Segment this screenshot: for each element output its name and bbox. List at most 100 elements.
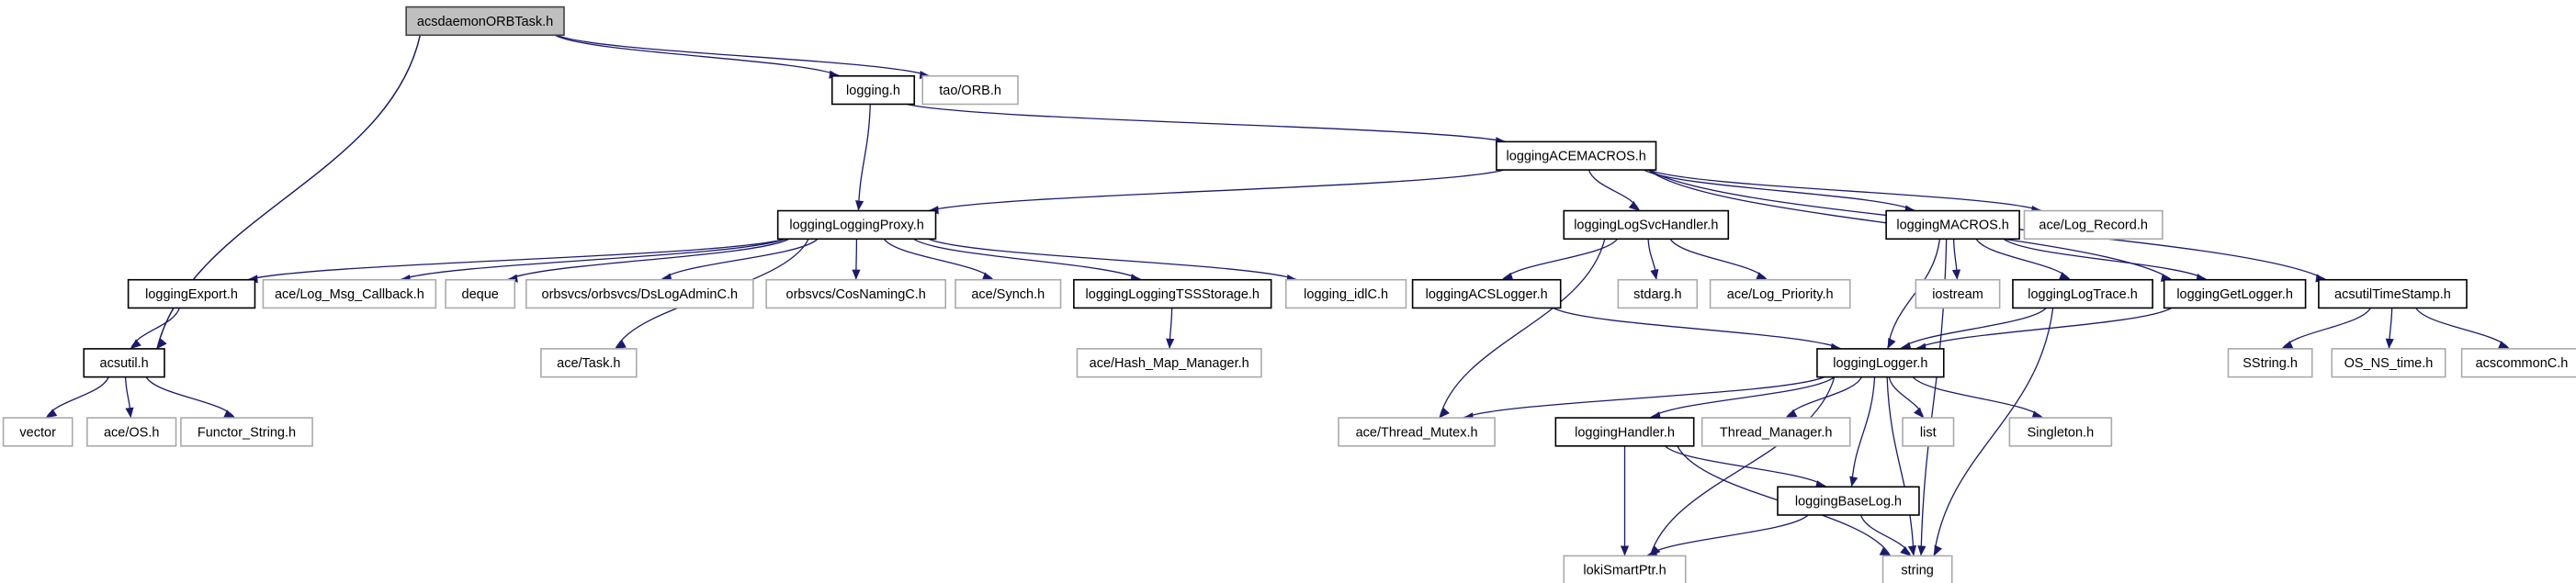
arrowhead bbox=[1440, 407, 1450, 419]
node-box bbox=[83, 348, 165, 378]
node-box bbox=[2012, 278, 2153, 309]
node-aceThreadMutex: ace/Thread_Mutex.h bbox=[1338, 417, 1496, 447]
arrowhead bbox=[2385, 338, 2394, 349]
node-aceLogPriority: ace/Log_Priority.h bbox=[1709, 278, 1851, 309]
node-box bbox=[1076, 348, 1262, 378]
arrowhead bbox=[1628, 201, 1640, 211]
node-box bbox=[2, 417, 73, 447]
arrowhead bbox=[981, 272, 993, 281]
node-cosnaming: orbsvcs/CosNamingC.h bbox=[765, 278, 947, 309]
node-label: iostream bbox=[1932, 287, 1983, 302]
node-loggingExport[interactable]: loggingExport.h bbox=[127, 278, 256, 309]
arrowhead bbox=[1756, 272, 1768, 280]
node-box bbox=[955, 278, 1062, 309]
arrowhead bbox=[1887, 337, 1896, 349]
node-box bbox=[2227, 348, 2313, 378]
node-box bbox=[2460, 348, 2576, 378]
node-box bbox=[86, 417, 177, 447]
node-loggingLogger[interactable]: loggingLogger.h bbox=[1816, 348, 1945, 378]
node-label: loggingLoggingTSSStorage.h bbox=[1086, 287, 1260, 302]
node-loggingBaseLog[interactable]: loggingBaseLog.h bbox=[1777, 486, 1920, 516]
node-box bbox=[2318, 278, 2468, 309]
arrowhead bbox=[1913, 407, 1924, 419]
edge-loggingLoggingProxy-to-loggingTSSStorage bbox=[913, 238, 1142, 281]
node-box bbox=[540, 348, 638, 378]
node-list: list bbox=[1902, 417, 1955, 447]
arrowhead bbox=[1917, 545, 1926, 556]
node-label: loggingLogSvcHandler.h bbox=[1574, 219, 1718, 233]
node-box bbox=[2331, 348, 2446, 378]
edge-loggingLoggingProxy-to-aceSynch bbox=[883, 238, 994, 281]
node-loggingLogSvcHandler[interactable]: loggingLogSvcHandler.h bbox=[1563, 209, 1730, 241]
arrowhead bbox=[1166, 338, 1175, 349]
node-label: acsutil.h bbox=[100, 356, 149, 371]
node-box bbox=[405, 6, 565, 37]
node-label: loggingBaseLog.h bbox=[1795, 494, 1902, 509]
edge-loggingLogger-to-loggingHandler bbox=[1649, 376, 1836, 419]
node-logging[interactable]: logging.h bbox=[830, 74, 916, 106]
node-box bbox=[1073, 278, 1272, 309]
node-aceTask: ace/Task.h bbox=[540, 348, 638, 378]
node-label: loggingLogTrace.h bbox=[2028, 287, 2138, 302]
node-loggingLoggingProxy[interactable]: loggingLoggingProxy.h bbox=[776, 209, 937, 241]
node-loggingACEMACROS[interactable]: loggingACEMACROS.h bbox=[1496, 140, 1657, 171]
edge-acsutil-to-FunctorString bbox=[145, 376, 235, 419]
edge-loggingLogger-to-loggingBaseLog bbox=[1850, 376, 1876, 488]
node-iostream: iostream bbox=[1915, 278, 2001, 309]
node-acsutilTimeStamp[interactable]: acsutilTimeStamp.h bbox=[2318, 278, 2468, 309]
node-label: ace/Thread_Mutex.h bbox=[1356, 425, 1478, 440]
arrowhead bbox=[46, 409, 58, 419]
node-loggingHandler[interactable]: loggingHandler.h bbox=[1554, 417, 1695, 447]
node-box bbox=[2023, 209, 2164, 241]
arrowhead bbox=[1900, 545, 1911, 556]
node-acsutil[interactable]: acsutil.h bbox=[83, 348, 165, 378]
node-lokiSmartPtr: lokiSmartPtr.h bbox=[1563, 555, 1687, 583]
node-box bbox=[1554, 417, 1695, 447]
edge-loggingMACROS-to-loggingLogTrace bbox=[1975, 238, 2071, 281]
arrowhead bbox=[2031, 410, 2043, 420]
node-loggingTSSStorage[interactable]: loggingLoggingTSSStorage.h bbox=[1073, 278, 1272, 309]
node-label: stdarg.h bbox=[1633, 287, 1681, 302]
node-label: string bbox=[1901, 564, 1933, 578]
node-label: Functor_String.h bbox=[198, 425, 296, 440]
edge-acsutilTimeStamp-to-acscommonC bbox=[2415, 308, 2510, 350]
node-loggingACSLogger[interactable]: loggingACSLogger.h bbox=[1411, 278, 1562, 309]
node-aceSynch: ace/Synch.h bbox=[955, 278, 1062, 309]
node-label: SString.h bbox=[2243, 356, 2298, 371]
node-box bbox=[180, 417, 313, 447]
node-loggingLogTrace[interactable]: loggingLogTrace.h bbox=[2012, 278, 2153, 309]
node-label: OS_NS_time.h bbox=[2344, 356, 2434, 371]
node-label: loggingACSLogger.h bbox=[1426, 287, 1548, 302]
node-loggingIdlC: logging_idlC.h bbox=[1284, 278, 1407, 309]
arrowhead bbox=[125, 407, 134, 419]
node-box bbox=[1563, 209, 1730, 241]
node-box bbox=[1881, 555, 1953, 583]
node-FunctorString: Functor_String.h bbox=[180, 417, 313, 447]
node-loggingGetLogger[interactable]: loggingGetLogger.h bbox=[2163, 278, 2307, 309]
node-label: ace/Log_Record.h bbox=[2039, 219, 2148, 233]
node-loggingMACROS[interactable]: loggingMACROS.h bbox=[1885, 209, 2020, 241]
node-stdarg: stdarg.h bbox=[1617, 278, 1699, 309]
node-aceHashMapManager: ace/Hash_Map_Manager.h bbox=[1076, 348, 1262, 378]
node-vector: vector bbox=[2, 417, 73, 447]
arrowhead bbox=[1879, 547, 1891, 556]
node-label: Singleton.h bbox=[2028, 425, 2095, 440]
node-acsdaemonORBTask[interactable]: acsdaemonORBTask.h bbox=[405, 6, 565, 37]
arrowhead bbox=[157, 338, 167, 349]
arrowhead bbox=[1951, 269, 1961, 280]
edge-loggingLoggingProxy-to-dslogadmin bbox=[661, 238, 819, 281]
node-box bbox=[1700, 417, 1851, 447]
edge-loggingLogSvcHandler-to-aceLogPriority bbox=[1669, 238, 1768, 281]
edge-loggingLogTrace-to-string bbox=[1933, 308, 2054, 556]
edge-acsutilTimeStamp-to-SString bbox=[2281, 308, 2372, 350]
node-label: Thread_Manager.h bbox=[1720, 425, 1833, 440]
node-label: acscommonC.h bbox=[2476, 356, 2569, 371]
edge-loggingACSLogger-to-loggingLogger bbox=[1553, 307, 1842, 350]
arrowhead bbox=[1907, 544, 1917, 556]
edge-acsdaemonORBTask-to-logging bbox=[554, 34, 841, 77]
node-label: loggingHandler.h bbox=[1575, 425, 1675, 440]
node-box bbox=[1338, 417, 1496, 447]
